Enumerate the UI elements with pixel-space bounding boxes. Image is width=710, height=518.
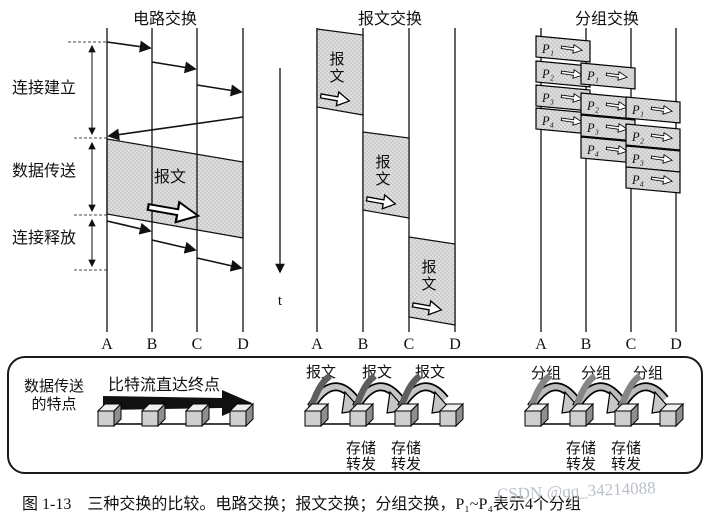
packet-label: P₃ (541, 91, 554, 105)
packet-label: P₂ (586, 99, 600, 113)
store-forward-label-line1: 存储 (566, 440, 596, 457)
circuit-switching-section: 电路交换 连接建立 数据传送 连接释放 报文 A B C D (12, 10, 249, 353)
setup-ack-arrow-d-a (107, 116, 244, 141)
node-cube-icon (304, 403, 329, 427)
store-forward-label-line2: 转发 (566, 456, 596, 473)
packet-box: P₁ (625, 96, 681, 124)
node-cube-icon (659, 403, 684, 427)
station-label: D (670, 336, 682, 353)
store-forward-label-line2: 转发 (391, 456, 421, 473)
packet-box: P₂ (625, 123, 681, 151)
packet-switching-section: 分组交换 P₁ P₂ P₃ P₄ P₁ P₂ P₃ P₄ P₁ P₂ P₃ P₄… (535, 10, 682, 353)
packet-label: P₄ (541, 114, 554, 128)
station-label: C (626, 336, 637, 353)
circuit-switching-title: 电路交换 (133, 10, 197, 28)
packet-box: P₄ (535, 107, 591, 135)
station-label: D (449, 336, 461, 353)
node-cube-icon (185, 403, 210, 427)
packet-box: P₂ (535, 60, 591, 88)
release-arrow-a-b (106, 220, 152, 235)
node-cube-icon (349, 403, 374, 427)
packet-switching-title: 分组交换 (575, 10, 639, 28)
message-block-label-bottom: 文 (421, 276, 436, 293)
node-cube-icon (439, 403, 464, 427)
packet-label: P₄ (586, 143, 599, 157)
message-hop-label: 报文 (362, 364, 392, 381)
phase-label-release: 连接释放 (12, 229, 76, 247)
station-label: C (404, 336, 415, 353)
phase-label-setup: 连接建立 (12, 79, 76, 97)
features-heading-line1: 数据传送 (24, 378, 84, 395)
packet-box: P₃ (580, 114, 636, 142)
station-label: B (358, 336, 369, 353)
packet-label: P₁ (541, 42, 554, 56)
packet-hop-label: 分组 (531, 365, 561, 382)
station-label: A (101, 336, 113, 353)
setup-arrow-a-b (106, 40, 152, 53)
packet-label: P₃ (631, 152, 644, 166)
message-block-3: 报 文 (408, 236, 456, 326)
node-cube-icon (524, 403, 549, 427)
station-label: B (147, 336, 158, 353)
packet-label: P₄ (631, 173, 644, 187)
features-panel: 数据传送 的特点 比特流直达终点 报文 报文 报文 存储 转发 (7, 356, 703, 474)
message-block-1: 报 文 (316, 28, 364, 116)
packet-label: P₁ (586, 69, 599, 83)
packet-box: P₄ (625, 166, 681, 194)
station-label: A (311, 336, 323, 353)
watermark-text: CSDN @qq_34214088 (497, 478, 656, 504)
station-label: C (192, 336, 203, 353)
time-axis-label: t (278, 293, 283, 309)
setup-arrow-c-d (196, 84, 243, 97)
bitstream-arrow-icon (103, 390, 252, 416)
store-forward-label-line1: 存储 (611, 440, 641, 457)
message-switching-section: 报文交换 报 文 报 文 报 文 A B C D (311, 10, 461, 353)
message-block-label-top: 报 (329, 51, 344, 68)
packet-label: P₁ (631, 103, 644, 117)
release-arrow-c-d (196, 257, 243, 272)
packet-box: P₃ (625, 145, 681, 173)
packet-box: P₂ (580, 92, 636, 120)
message-block-label-bottom: 文 (375, 171, 390, 188)
packet-box: P₁ (535, 35, 591, 63)
packet-hop-label: 分组 (581, 365, 611, 382)
packet-box: P₄ (580, 136, 636, 164)
packet-box: P₁ (580, 62, 636, 90)
setup-arrow-b-c (151, 61, 197, 74)
circuit-feature-note: 比特流直达终点 (108, 376, 220, 394)
store-forward-label-line1: 存储 (346, 440, 376, 457)
message-feature-group: 报文 报文 报文 存储 转发 存储 转发 (304, 364, 464, 473)
node-cube-icon (141, 403, 166, 427)
node-cube-icon (569, 403, 594, 427)
message-block-label-top: 报 (421, 259, 436, 276)
node-cube-icon (614, 403, 639, 427)
message-block-label-bottom: 文 (329, 68, 344, 85)
store-forward-label-line2: 转发 (611, 456, 641, 473)
message-block-2: 报 文 (362, 131, 410, 219)
node-cube-icon (97, 403, 122, 427)
phase-label-transfer: 数据传送 (12, 162, 76, 180)
release-arrow-b-c (151, 239, 197, 254)
message-hop-label: 报文 (415, 364, 445, 381)
figure-caption: 图 1-13 三种交换的比较。电路交换；报文交换；分组交换，P₁~P₄表示4个分… (22, 495, 581, 513)
packet-feature-group: 分组 分组 分组 存储 转发 存储 转发 (524, 365, 684, 473)
packet-box: P₃ (535, 84, 591, 112)
node-cube-icon (394, 403, 419, 427)
message-switching-title: 报文交换 (358, 10, 422, 28)
features-heading-line2: 的特点 (31, 396, 76, 413)
station-label: D (237, 336, 249, 353)
circuit-feature-group: 比特流直达终点 (97, 376, 254, 427)
message-block-label-top: 报 (375, 154, 390, 171)
circuit-message-label: 报文 (154, 168, 186, 186)
store-forward-label-line1: 存储 (391, 440, 421, 457)
time-axis: t (275, 68, 285, 309)
packet-label: P₃ (586, 121, 599, 135)
packet-label: P₂ (541, 67, 555, 81)
packet-label: P₂ (631, 130, 645, 144)
station-label: B (581, 336, 592, 353)
store-forward-label-line2: 转发 (346, 456, 376, 473)
node-cube-icon (229, 403, 254, 427)
station-label: A (535, 336, 547, 353)
